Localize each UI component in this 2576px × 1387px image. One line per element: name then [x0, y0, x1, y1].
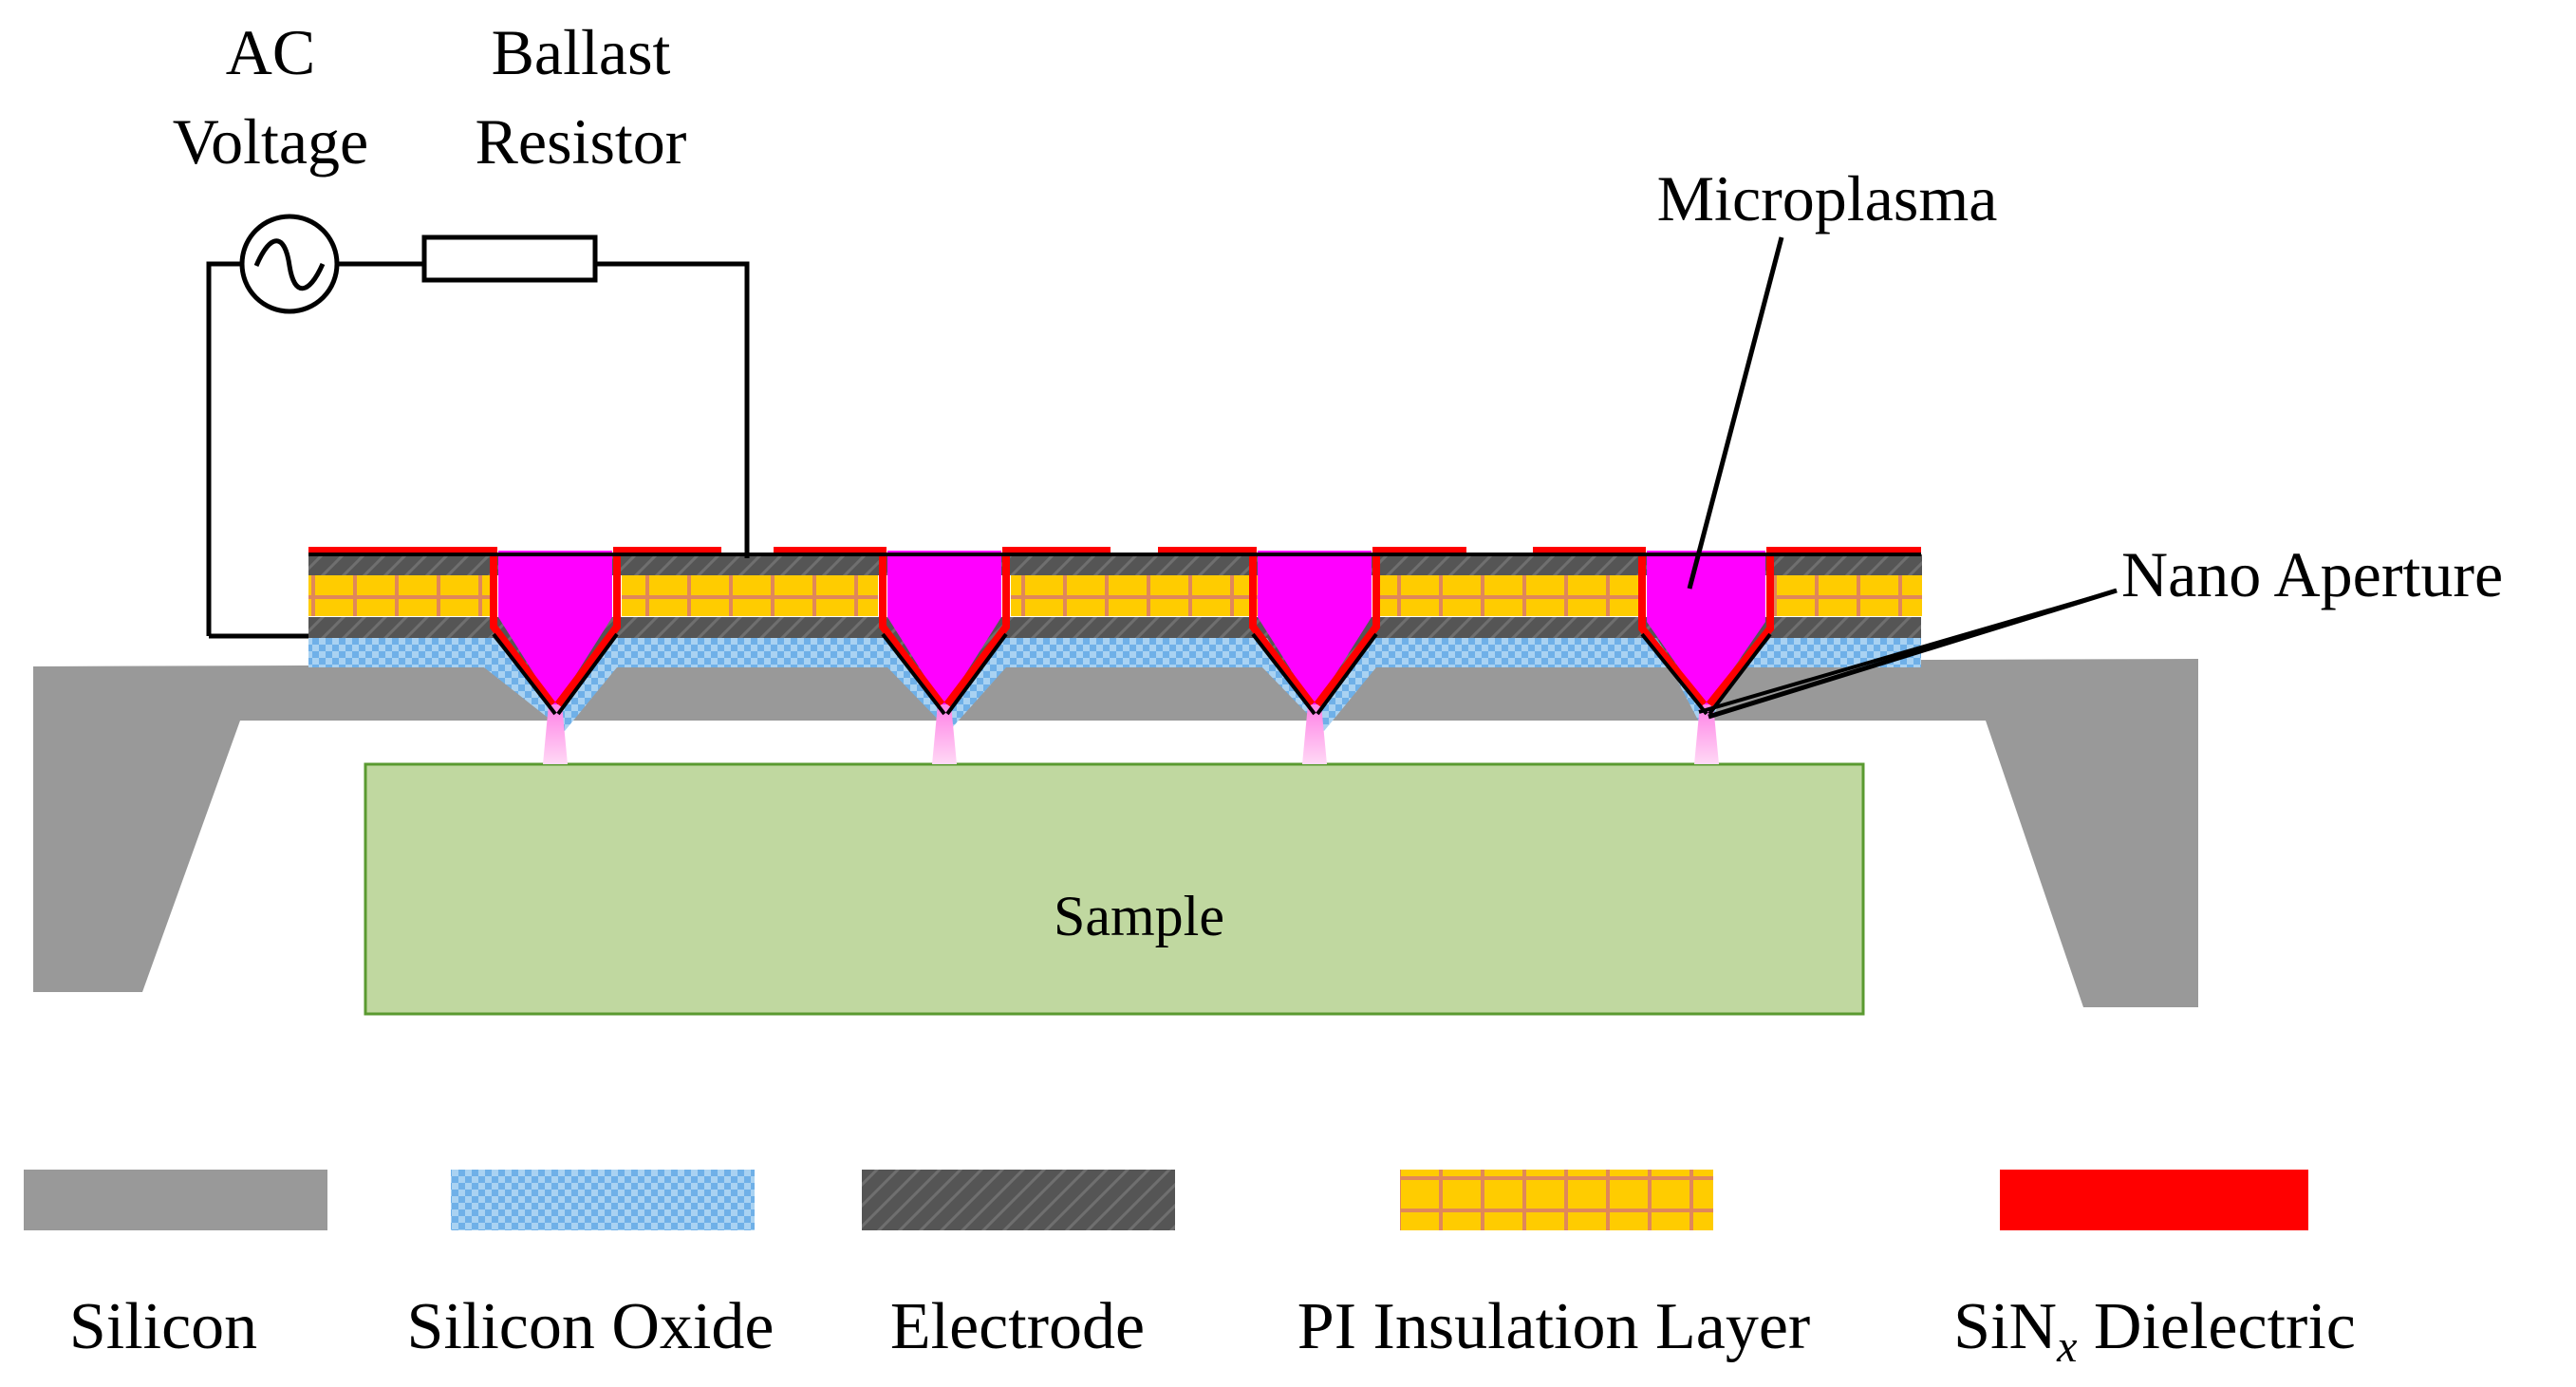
legend-label-pi: PI Insulation Layer [1297, 1290, 1810, 1363]
plasma-jet-3 [1302, 704, 1327, 764]
silicon-substrate [33, 659, 2198, 1007]
legend-label-sinx: SiNx Dielectric [1953, 1290, 2356, 1372]
ac-source-icon [239, 214, 340, 314]
legend-swatch-oxide [451, 1170, 755, 1230]
nano-aperture-label: Nano Aperture [2121, 538, 2503, 610]
pi-block-4 [1376, 574, 1642, 616]
ballast-label-line1: Ballast [492, 16, 671, 88]
pi-block-5 [1770, 574, 1922, 616]
legend-swatch-sinx [2000, 1170, 2308, 1230]
plasma-jet-4 [1694, 704, 1719, 764]
sinx-suffix: Dielectric [2077, 1290, 2355, 1363]
legend-swatch-pi [1400, 1170, 1713, 1230]
ballast-resistor-icon [421, 234, 598, 283]
plasma-jet-1 [543, 704, 568, 764]
microplasma-label: Microplasma [1657, 162, 1998, 234]
legend-swatch-silicon [24, 1170, 327, 1230]
sine-wave-icon [253, 238, 326, 291]
silicon-oxide-layer [308, 636, 1921, 731]
ballast-label-line2: Resistor [476, 105, 687, 178]
plasma-jet-2 [932, 704, 957, 764]
legend-swatch-electrode [862, 1170, 1175, 1230]
nano-aperture-leader-line-2 [1698, 589, 2118, 714]
legend: Silicon Silicon Oxide Electrode PI Insul… [24, 1170, 2356, 1372]
sinx-dielectric-lining [308, 547, 1921, 707]
microplasma-cavity-3 [1258, 551, 1372, 707]
microplasma-cavity-2 [887, 551, 1001, 707]
legend-label-electrode: Electrode [890, 1290, 1145, 1363]
sinx-subscript: x [2056, 1321, 2077, 1372]
sample-block [364, 762, 1865, 1016]
legend-label-oxide: Silicon Oxide [407, 1290, 775, 1363]
cavity-outline [308, 553, 1921, 716]
microplasma-cavity-1 [498, 551, 612, 707]
top-electrode-strip [308, 554, 1922, 575]
legend-label-silicon: Silicon [69, 1290, 257, 1363]
ac-circuit [206, 214, 750, 639]
pi-block-3 [1011, 574, 1258, 616]
circuit-wire [206, 261, 242, 636]
pi-block-2 [622, 574, 878, 616]
microplasma-cavity-4 [1647, 551, 1765, 707]
circuit-wire [595, 261, 750, 558]
device-layer-stack [308, 547, 1922, 764]
microplasma-leader-line [1687, 236, 1784, 590]
sinx-base: SiN [1953, 1290, 2057, 1363]
ac-voltage-label-line2: Voltage [173, 105, 369, 178]
ac-voltage-label-line1: AC [226, 16, 315, 88]
sample-label: Sample [1054, 885, 1224, 947]
pi-block-1 [308, 574, 494, 616]
